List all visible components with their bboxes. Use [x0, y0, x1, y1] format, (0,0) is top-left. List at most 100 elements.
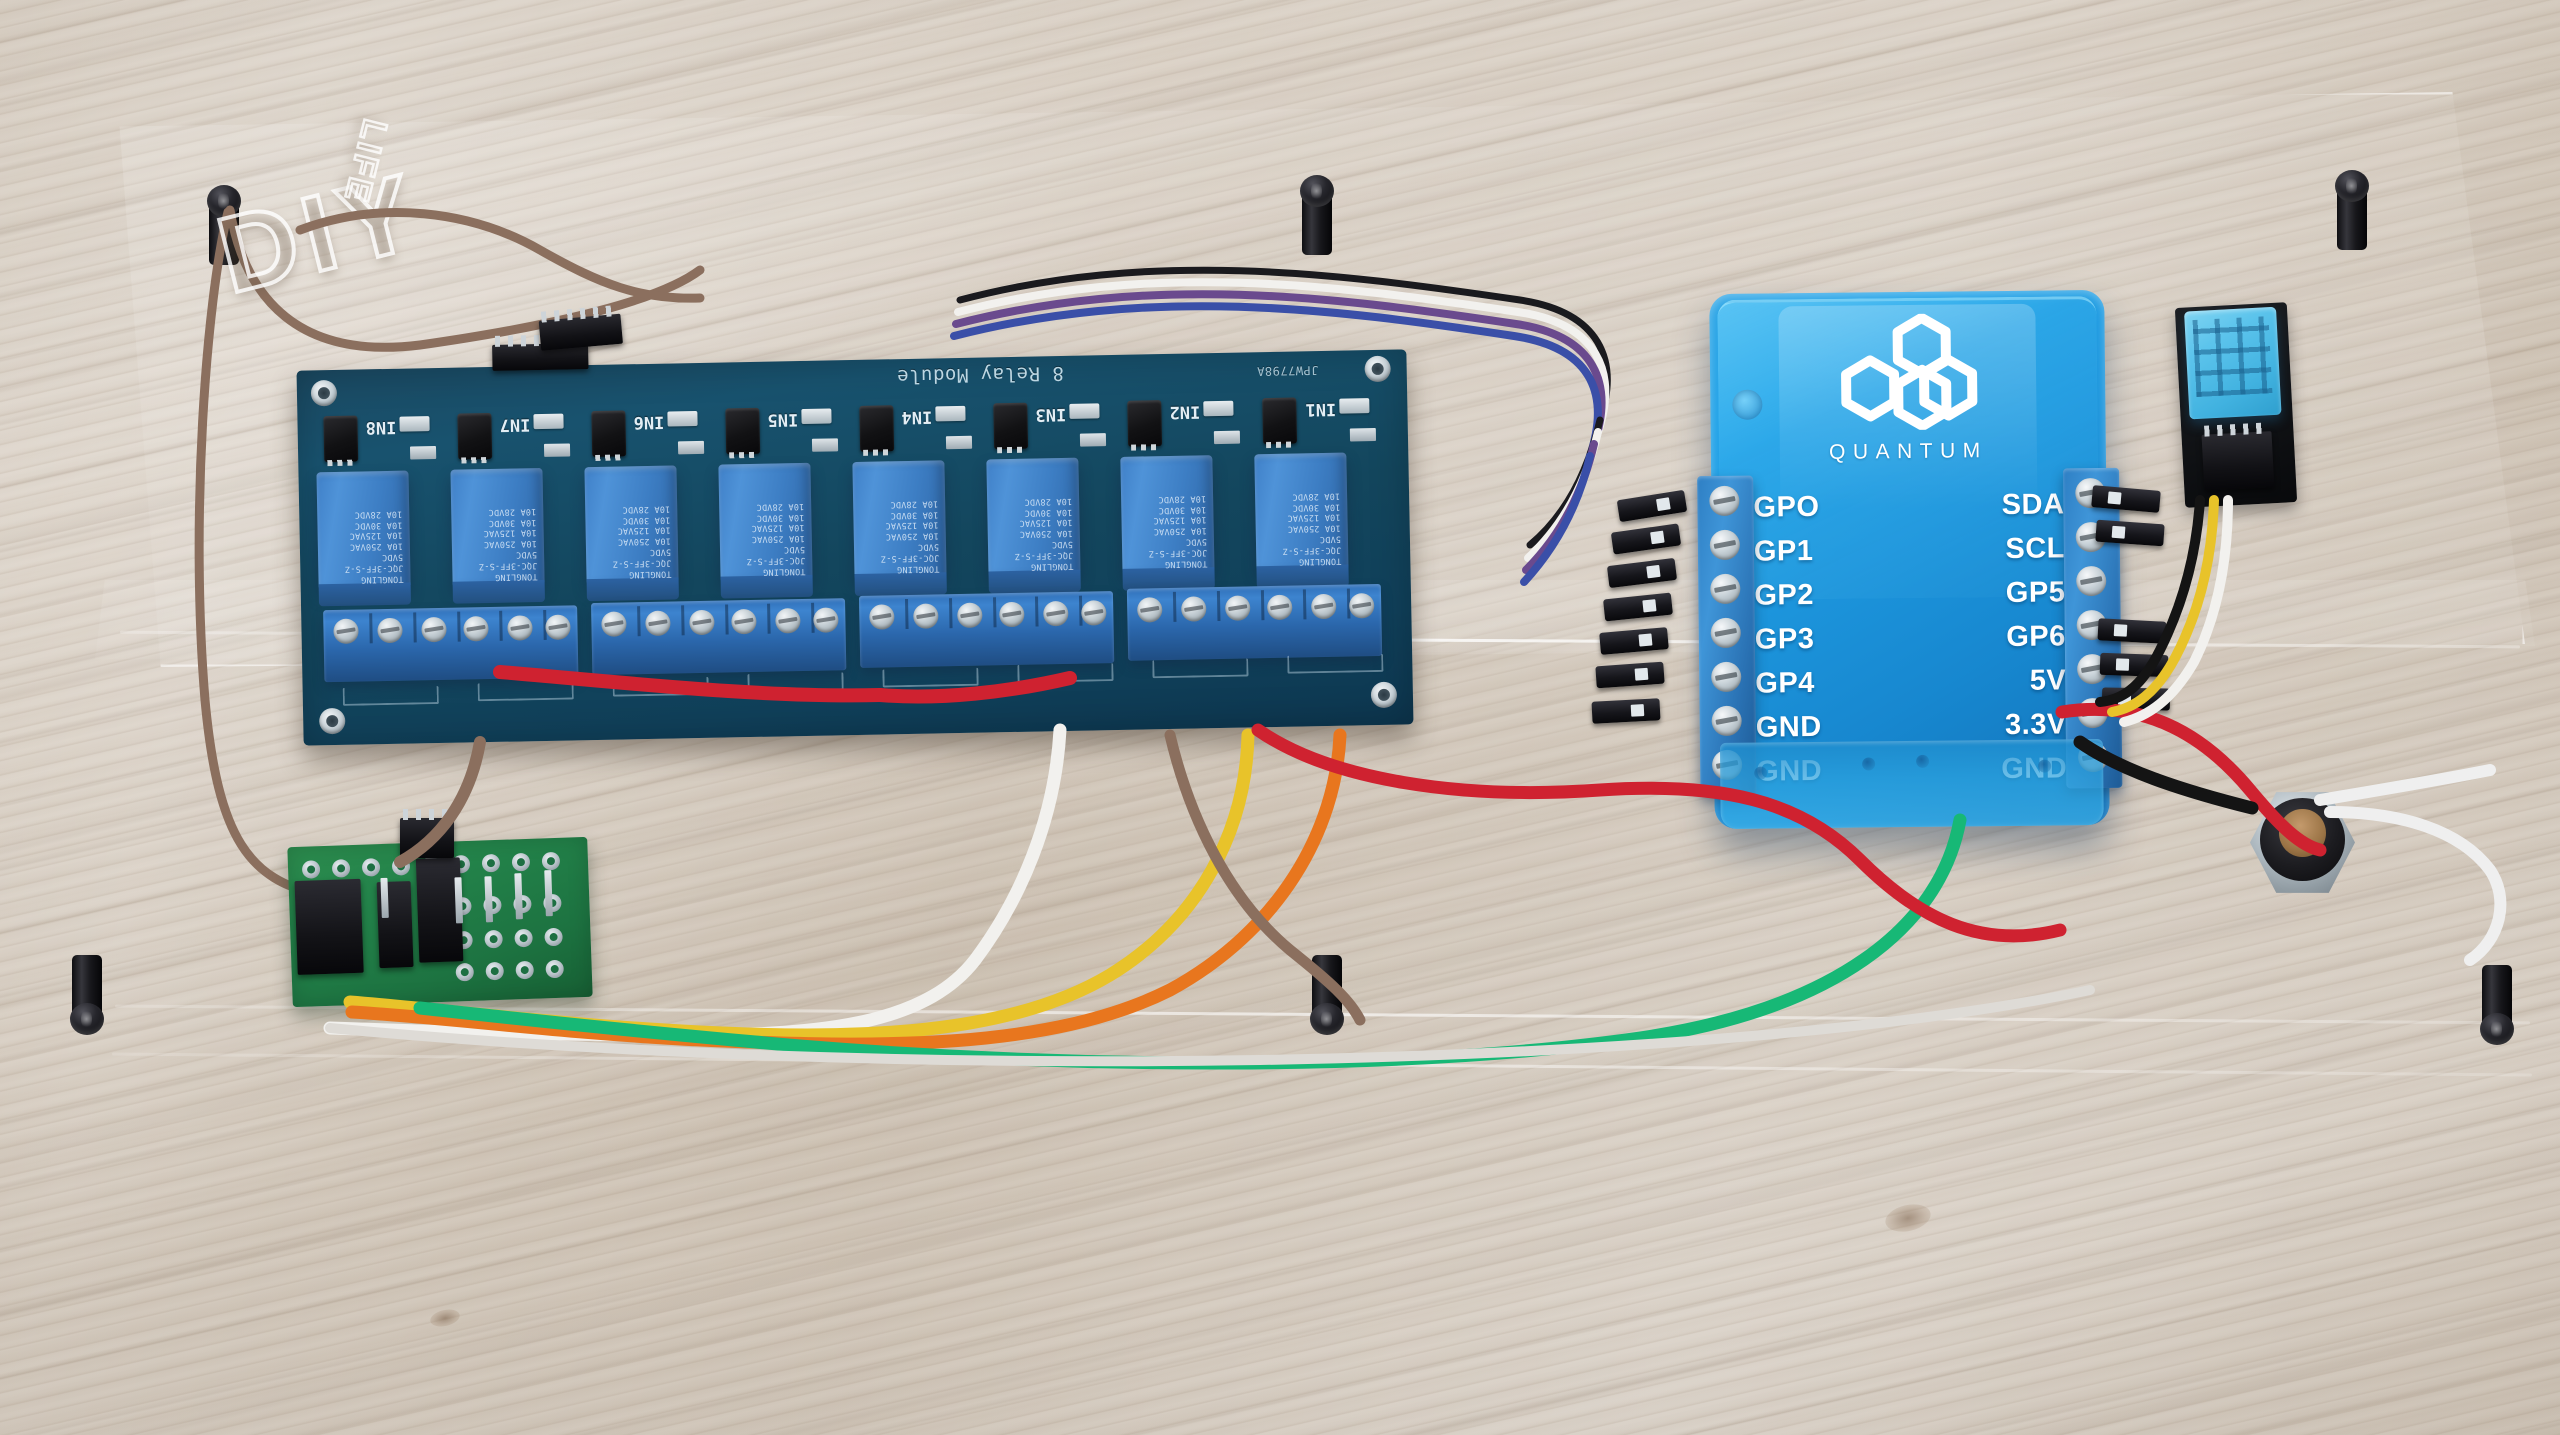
silkscreen-outline — [1287, 653, 1384, 674]
resistor — [945, 435, 973, 450]
optocoupler — [859, 405, 895, 452]
relay-board-title: 8 Relay Module — [896, 361, 1065, 388]
mounting-hole — [1370, 681, 1398, 709]
relay-in-label-1: IN1 — [1305, 398, 1337, 420]
silkscreen-outline — [477, 681, 574, 702]
resistor — [543, 443, 571, 457]
status-led — [935, 405, 966, 422]
jumper-connector[interactable] — [2097, 618, 2167, 644]
diy-life-acrylic-sign: DIY LIFE — [204, 114, 578, 318]
quantum-pin-gp6: GP6 — [2006, 620, 2066, 653]
optocoupler — [725, 407, 761, 455]
resistor — [1349, 427, 1377, 442]
relay-board[interactable]: 8 Relay Module JPW7798A IN1 IN2 IN3 IN4 … — [296, 304, 1414, 746]
optocoupler — [457, 412, 493, 460]
knob-shaft — [2279, 808, 2326, 858]
relay-in-label-2: IN2 — [1169, 401, 1201, 422]
jumper-connector[interactable] — [2099, 652, 2169, 678]
status-led — [533, 413, 564, 430]
standoff-top-center — [1300, 175, 1334, 255]
status-led — [1203, 400, 1234, 417]
breakout-header-left[interactable] — [294, 878, 364, 975]
jumper-connector[interactable] — [2095, 519, 2165, 547]
relay-in-label-8: IN8 — [365, 416, 397, 438]
dht-sensor-grille — [2192, 316, 2273, 398]
relay-board-part-number: JPW7798A — [1256, 363, 1319, 379]
quantum-pin-gp3: GP3 — [1754, 623, 1815, 656]
relay-in-label-4: IN4 — [901, 406, 933, 428]
quantum-hexagon-logo — [1825, 312, 1990, 431]
optocoupler — [993, 402, 1029, 450]
resistor — [677, 440, 705, 455]
optocoupler — [1127, 400, 1163, 447]
quantum-brand-label: QUANTUM — [1828, 439, 1988, 464]
silkscreen-outline — [882, 667, 979, 688]
quantum-pin-gp5: GP5 — [2005, 576, 2066, 609]
quantum-pin-gp2: GP2 — [1754, 579, 1815, 612]
optocoupler — [1262, 397, 1298, 445]
quantum-case-base — [1719, 738, 2104, 829]
jumper-connector[interactable] — [1591, 698, 1661, 724]
status-led — [1069, 403, 1100, 419]
status-led — [801, 408, 832, 425]
optocoupler — [591, 410, 627, 458]
mounting-hole — [310, 379, 338, 407]
resistor — [1213, 430, 1241, 445]
resistor — [409, 446, 437, 460]
standoff-bottom-center — [1310, 955, 1344, 1035]
standoff-bottom-right — [2480, 965, 2514, 1045]
screw-terminal-block[interactable] — [591, 598, 847, 676]
screw-terminal-block[interactable] — [323, 605, 579, 683]
potentiometer-knob[interactable] — [2250, 790, 2355, 895]
quantum-pin-5v: 5V — [2029, 664, 2067, 697]
quantum-indicator-led — [1732, 389, 1763, 420]
mounting-hole — [1364, 355, 1391, 383]
standoff-top-right — [2335, 170, 2369, 250]
mounting-hole — [318, 707, 346, 735]
quantum-pin-gp0: GPO — [1753, 490, 1820, 524]
screw-terminal-block[interactable] — [858, 591, 1115, 668]
relay-in-label-6: IN6 — [633, 411, 665, 433]
silkscreen-outline — [342, 686, 439, 706]
relay-in-label-5: IN5 — [767, 409, 799, 430]
optocoupler — [323, 415, 359, 463]
silkscreen-outline — [747, 672, 844, 693]
breakout-top-connector[interactable] — [400, 809, 454, 858]
quantum-controller[interactable]: QUANTUM GPO GP1 GP2 GP3 GP4 GND GND SDA … — [1697, 289, 2123, 830]
quantum-pin-scl: SCL — [2005, 532, 2066, 565]
silkscreen-outline — [1152, 658, 1249, 679]
dht11-sensor[interactable] — [2174, 302, 2298, 508]
resistor — [1079, 433, 1107, 447]
standoff-bottom-left — [70, 955, 104, 1035]
quantum-pin-gp1: GP1 — [1753, 535, 1814, 568]
acrylic-letter-diy: DIY — [204, 147, 435, 318]
silkscreen-outline — [612, 676, 709, 697]
status-led — [667, 411, 698, 427]
relay-in-label-3: IN3 — [1035, 403, 1067, 425]
jumper-connector[interactable] — [1595, 661, 1665, 689]
quantum-pin-gp4: GP4 — [1755, 666, 1815, 700]
dht-pin-header[interactable] — [2201, 422, 2275, 491]
dht-sensor-housing — [2184, 306, 2282, 420]
screw-terminal-block[interactable] — [1126, 583, 1383, 661]
breakout-board[interactable] — [287, 836, 593, 1008]
quantum-pin-sda: SDA — [2001, 488, 2065, 522]
jumper-connector[interactable] — [2101, 687, 2171, 711]
